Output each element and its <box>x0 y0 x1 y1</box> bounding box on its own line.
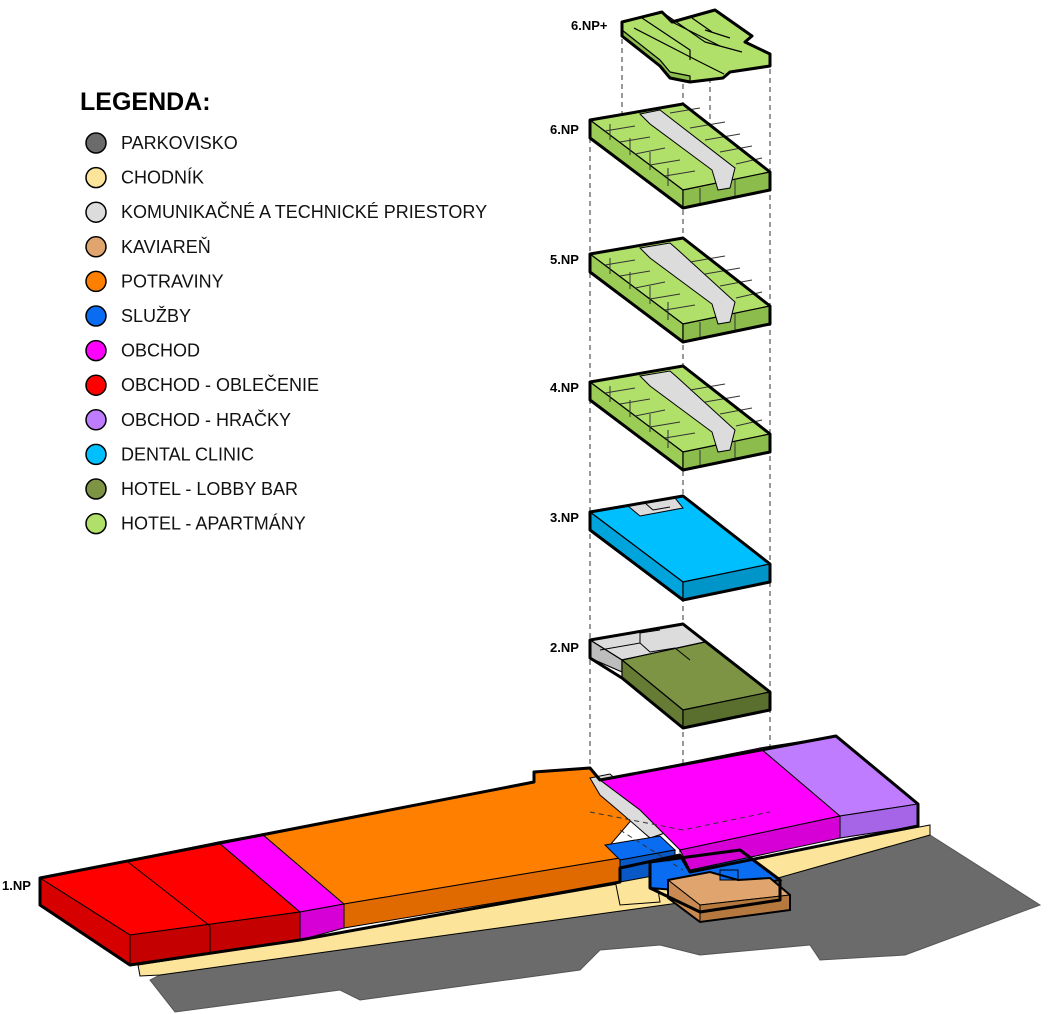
legend-swatch <box>85 512 107 535</box>
legend-item-label: HOTEL - APARTMÁNY <box>121 514 306 534</box>
legend-item: SLUŽBY <box>85 305 191 327</box>
legend-swatch <box>85 478 107 500</box>
parking-area <box>149 834 1042 1013</box>
floor-5np: 5.NP <box>550 236 772 344</box>
legend-swatch <box>85 443 107 466</box>
legend-item-label: SLUŽBY <box>121 306 191 326</box>
floor-label-4np: 4.NP <box>550 380 579 395</box>
legend-swatch <box>85 374 107 396</box>
legend-item: POTRAVINY <box>85 270 224 293</box>
legend-item: DENTAL CLINIC <box>85 443 254 466</box>
legend-item: CHODNÍK <box>85 166 204 189</box>
legend-item-label: KAVIAREŇ <box>121 237 211 257</box>
floor-label-5np: 5.NP <box>550 252 579 267</box>
floor-3np: 3.NP <box>550 494 772 602</box>
floor-label-1np: 1.NP <box>2 878 31 893</box>
floor-label-6np-plus: 6.NP+ <box>571 18 608 33</box>
legend-item-label: KOMUNIKAČNÉ A TECHNICKÉ PRIESTORY <box>121 201 487 222</box>
legend-item: KAVIAREŇ <box>85 236 211 258</box>
legend-item-label: POTRAVINY <box>121 271 224 291</box>
legend-swatch <box>85 270 107 293</box>
legend: LEGENDA: PARKOVISKO CHODNÍK KOMUNIKAČNÉ A … <box>80 88 487 535</box>
legend-swatch <box>85 166 107 189</box>
legend-item: OBCHOD - HRAČKY <box>85 409 291 431</box>
floor-1np: 1.NP <box>2 734 1042 1013</box>
legend-swatch <box>85 132 107 154</box>
legend-item: KOMUNIKAČNÉ A TECHNICKÉ PRIESTORY <box>85 201 487 223</box>
floor-label-3np: 3.NP <box>550 510 579 525</box>
legend-item-label: CHODNÍK <box>121 168 204 188</box>
legend-item-label: DENTAL CLINIC <box>121 444 254 464</box>
legend-item: OBCHOD <box>85 339 200 362</box>
legend-item: HOTEL - LOBBY BAR <box>85 478 298 500</box>
legend-item-label: OBCHOD - HRAČKY <box>121 409 291 430</box>
legend-swatch <box>85 236 107 258</box>
legend-swatch <box>85 339 107 362</box>
legend-item: OBCHOD - OBLEČENIE <box>85 374 319 396</box>
floor-2np: 2.NP <box>550 622 772 730</box>
legend-swatch <box>85 409 107 431</box>
legend-item-label: PARKOVISKO <box>121 133 238 153</box>
legend-item-label: OBCHOD - OBLEČENIE <box>121 374 319 395</box>
floor-6np: 6.NP <box>550 102 772 210</box>
legend-item-label: HOTEL - LOBBY BAR <box>121 479 298 499</box>
legend-item: PARKOVISKO <box>85 132 238 154</box>
floor-4np: 4.NP <box>550 364 772 472</box>
floor-label-6np: 6.NP <box>550 122 579 137</box>
legend-item-label: OBCHOD <box>121 341 200 361</box>
legend-title: LEGENDA: <box>80 88 211 116</box>
legend-swatch <box>85 305 107 327</box>
legend-items: PARKOVISKO CHODNÍK KOMUNIKAČNÉ A TECHNICKÉ… <box>85 132 487 535</box>
floor-label-2np: 2.NP <box>550 640 579 655</box>
floor-6np-plus: 6.NP+ <box>571 8 772 84</box>
legend-swatch <box>85 201 107 223</box>
legend-item: HOTEL - APARTMÁNY <box>85 512 306 535</box>
